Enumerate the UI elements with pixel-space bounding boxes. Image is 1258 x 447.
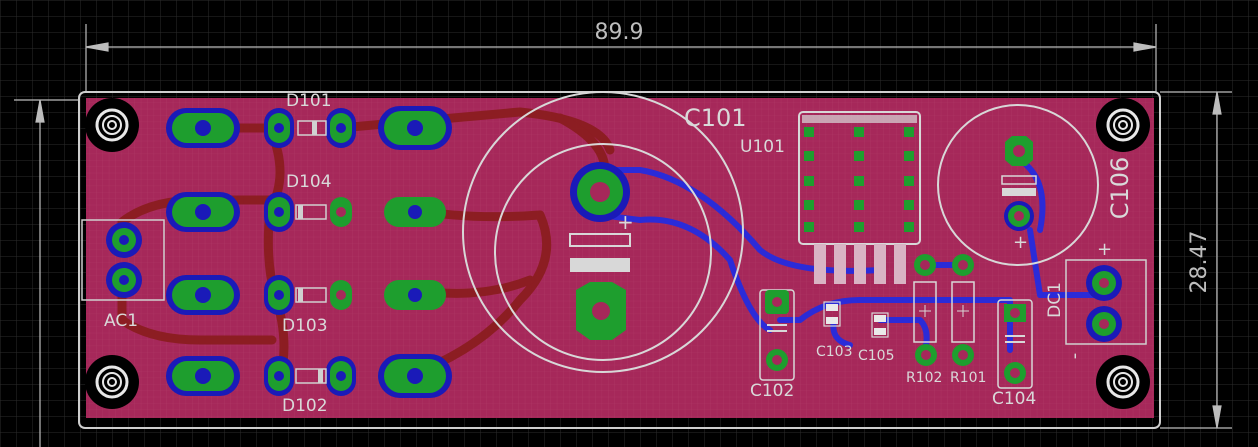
- c101-plus: +: [617, 210, 634, 234]
- d103-label: D103: [282, 316, 328, 336]
- dc1-minus: -: [1064, 353, 1085, 360]
- dc1-connector[interactable]: + -: [1064, 239, 1147, 360]
- width-dimension-value: 89.9: [595, 20, 644, 45]
- d102-label: D102: [282, 396, 328, 416]
- dc1-label: DC1: [1045, 282, 1065, 318]
- r102-label: R102: [906, 370, 942, 386]
- left-dimension: [14, 99, 80, 447]
- diode-d101[interactable]: [264, 108, 356, 148]
- ac1-label: AC1: [104, 311, 138, 331]
- capacitor-c101[interactable]: +: [462, 91, 744, 373]
- diode-d102[interactable]: [264, 356, 356, 396]
- right-oblong-pads[interactable]: [378, 106, 452, 398]
- width-dimension: [85, 24, 1157, 92]
- ac1-connector[interactable]: [81, 219, 165, 301]
- mount-hole-top-right: [1096, 98, 1150, 152]
- capacitor-c105[interactable]: [871, 312, 889, 338]
- mount-hole-bottom-left: [85, 355, 139, 409]
- c106-label: C106: [1106, 157, 1134, 220]
- mount-hole-top-left: [85, 98, 139, 152]
- diode-d103[interactable]: [264, 275, 352, 315]
- d101-label: D101: [286, 91, 332, 111]
- c101-label: C101: [684, 104, 747, 132]
- capacitor-c102[interactable]: [759, 289, 795, 381]
- c104-label: C104: [992, 389, 1036, 409]
- resistor-r101[interactable]: [951, 254, 975, 366]
- diode-d104[interactable]: [264, 192, 352, 232]
- c102-label: C102: [750, 381, 794, 401]
- capacitor-c104[interactable]: [997, 299, 1033, 389]
- capacitor-c106[interactable]: +: [937, 104, 1099, 266]
- dc1-plus: +: [1097, 239, 1112, 260]
- c106-plus: +: [1013, 232, 1028, 253]
- resistor-r102[interactable]: [913, 254, 937, 366]
- u101-label: U101: [740, 137, 785, 157]
- height-dimension: [1160, 91, 1232, 429]
- height-dimension-value: 28.47: [1187, 231, 1212, 294]
- r101-label: R101: [950, 370, 986, 386]
- c103-label: C103: [816, 344, 853, 360]
- d104-label: D104: [286, 172, 332, 192]
- c105-label: C105: [858, 348, 895, 364]
- regulator-u101[interactable]: [798, 111, 921, 284]
- capacitor-c103[interactable]: [823, 301, 841, 327]
- left-oblong-pads[interactable]: [166, 108, 240, 396]
- mount-hole-bottom-right: [1096, 355, 1150, 409]
